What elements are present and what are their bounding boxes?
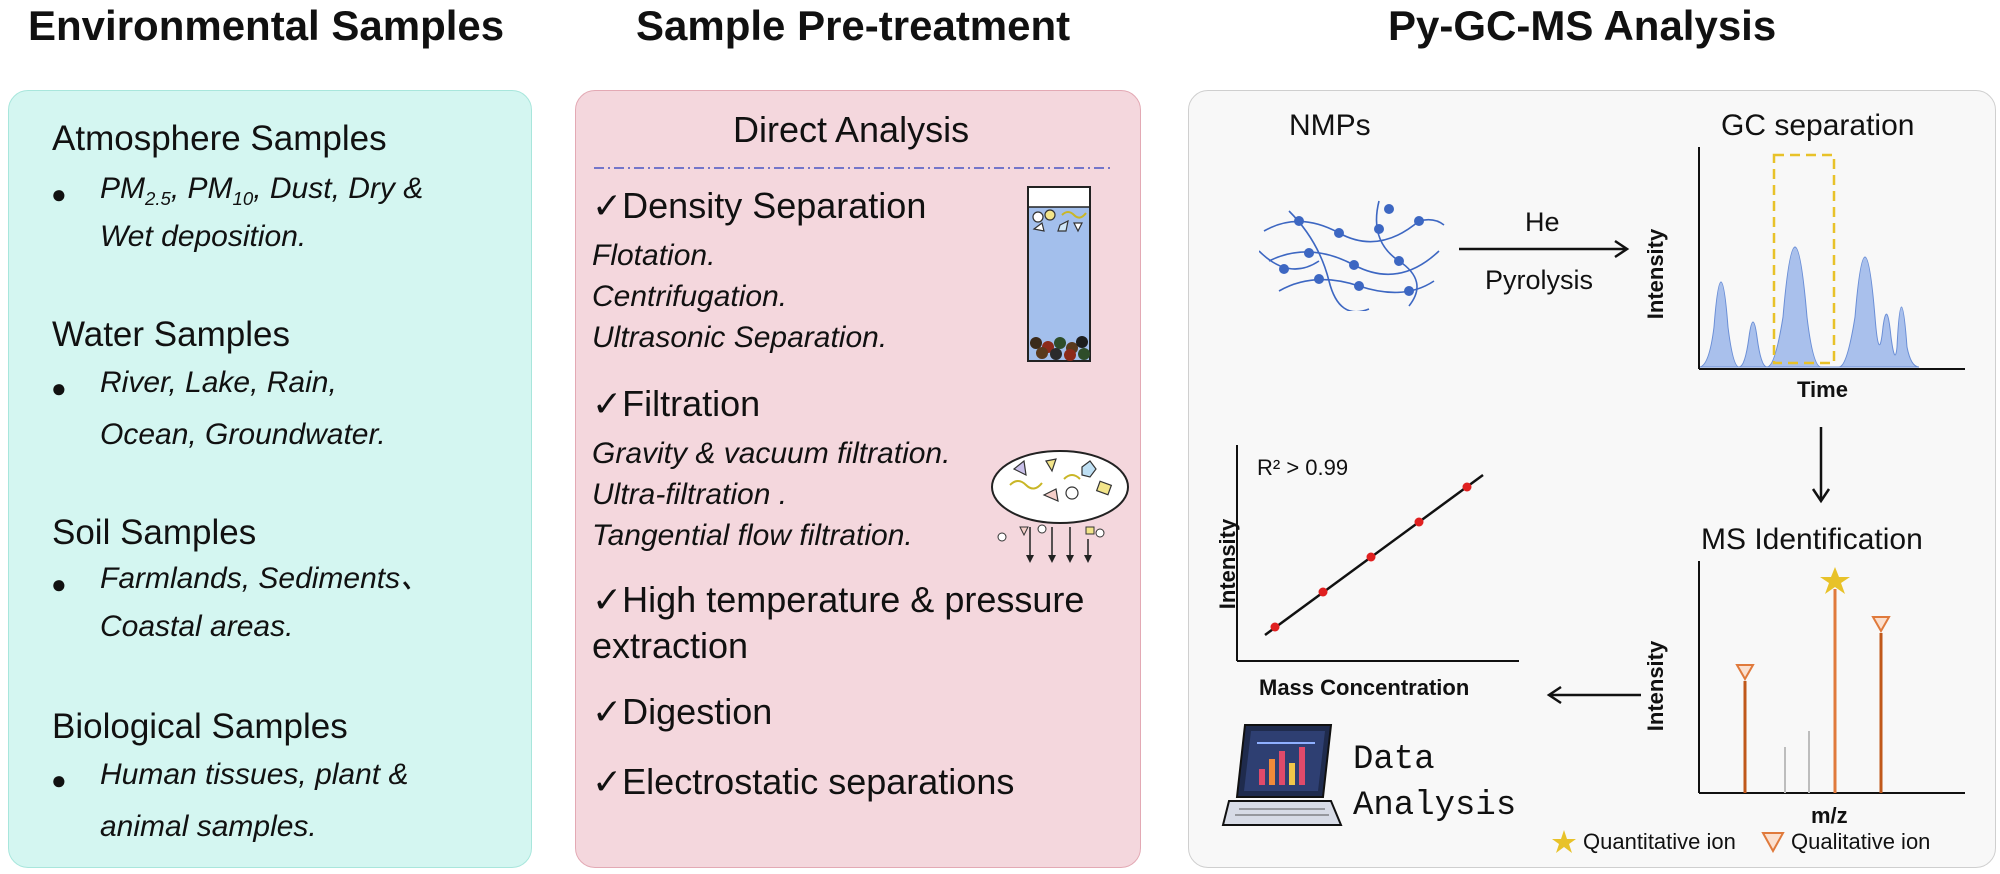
title-sample-pretreatment: Sample Pre-treatment [636, 2, 1071, 49]
biological-line1: Human tissues, plant & [100, 758, 409, 791]
biological-line2: animal samples. [100, 810, 317, 843]
polymer-chain-icon [1259, 200, 1445, 311]
pm10-sub: 10 [232, 188, 254, 209]
density-item-centrifugation: Centrifugation. [592, 280, 788, 313]
water-heading: Water Samples [52, 315, 290, 354]
gc-y-axis-label: Intensity [1643, 228, 1669, 320]
legend-qualitative-ion: Qualitative ion [1791, 829, 1931, 854]
bullet-icon: ● [51, 765, 67, 795]
soil-line2: Coastal areas. [100, 610, 294, 643]
he-label: He [1525, 207, 1560, 237]
bullet-icon: ● [51, 569, 67, 599]
data-analysis-line2: Analysis [1353, 787, 1517, 825]
atmosphere-heading: Atmosphere Samples [52, 119, 387, 158]
ms-x-axis-label: m/z [1811, 803, 1848, 828]
water-line2: Ocean, Groundwater. [100, 418, 386, 451]
ms-y-axis-label: Intensity [1643, 640, 1669, 732]
calibration-curve [1236, 445, 1519, 662]
digestion-label: ✓Digestion [592, 691, 773, 732]
pm25-sub: 2.5 [145, 188, 171, 209]
filter-membrane-icon [991, 450, 1129, 563]
filtration-item-ultra: Ultra-filtration . [592, 478, 788, 511]
bullet-icon: ● [51, 373, 67, 403]
laptop-icon [1221, 724, 1343, 826]
biological-heading: Biological Samples [52, 707, 348, 746]
separation-tube-icon [1027, 186, 1091, 362]
density-separation-label: ✓Density Separation [592, 185, 927, 226]
density-item-flotation: Flotation. [592, 239, 716, 272]
soil-line1: Farmlands, Sediments、 [100, 562, 431, 595]
nmps-label: NMPs [1289, 109, 1371, 142]
filtration-item-tangential: Tangential flow filtration. [592, 519, 913, 552]
water-line1: River, Lake, Rain, [100, 366, 337, 399]
ms-spectrum [1698, 561, 1965, 794]
data-analysis-line1: Data [1353, 741, 1435, 779]
calibration-x-axis-label: Mass Concentration [1259, 675, 1470, 700]
title-environmental-samples: Environmental Samples [28, 2, 505, 49]
direct-analysis-heading: Direct Analysis [733, 109, 970, 150]
filtration-label: ✓Filtration [592, 383, 761, 424]
pretreatment-panel: Direct Analysis ✓Density Separation Flot… [575, 90, 1141, 868]
legend-quantitative-ion: Quantitative ion [1583, 829, 1736, 854]
ms-identification-title: MS Identification [1701, 523, 1923, 556]
arrow-icon [1811, 427, 1831, 504]
arrow-icon [1546, 685, 1641, 705]
triangle-icon [1871, 616, 1891, 634]
pm-text: PM [100, 172, 145, 205]
arrow-icon [1459, 239, 1630, 259]
bullet-icon: ● [51, 179, 67, 209]
density-item-ultrasonic: Ultrasonic Separation. [592, 321, 888, 354]
soil-heading: Soil Samples [52, 513, 257, 552]
gc-chromatogram [1698, 147, 1965, 370]
atmosphere-line1: PM2.5, PM10, Dust, Dry & [100, 165, 423, 223]
atmosphere-line2: Wet deposition. [100, 220, 307, 253]
star-icon [1820, 567, 1850, 594]
r2-label: R² > 0.99 [1257, 455, 1349, 480]
pyrolysis-label: Pyrolysis [1485, 265, 1594, 295]
high-temperature-label: ✓High temperature & pressure [592, 579, 1085, 620]
electrostatic-label: ✓Electrostatic separations [592, 761, 1015, 802]
pm-text-2: , PM [170, 172, 233, 205]
triangle-icon [1761, 832, 1785, 853]
gc-x-axis-label: Time [1797, 377, 1848, 402]
environmental-samples-panel: Atmosphere Samples ● PM2.5, PM10, Dust, … [8, 90, 532, 868]
py-gc-ms-panel: NMPs He Pyrolysis GC separation Intensit… [1188, 90, 1996, 868]
high-temperature-label-line2: extraction [592, 625, 749, 666]
triangle-icon [1735, 664, 1755, 682]
gc-separation-title: GC separation [1721, 109, 1915, 142]
star-icon [1552, 830, 1576, 853]
dashed-divider [594, 167, 1114, 169]
dust-text: , Dust, Dry & [253, 172, 424, 205]
title-py-gc-ms-analysis: Py-GC-MS Analysis [1388, 2, 1777, 49]
filtration-item-gravity: Gravity & vacuum filtration. [592, 437, 951, 470]
